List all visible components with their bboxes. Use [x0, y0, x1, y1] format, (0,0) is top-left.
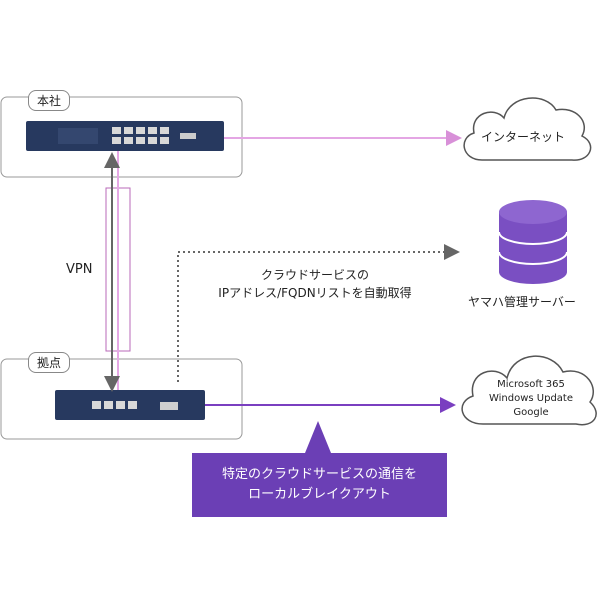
- fetch-note-line: IPアドレス/FQDNリストを自動取得: [218, 286, 412, 300]
- cloud-services-list: Microsoft 365 Windows Update Google: [470, 378, 592, 420]
- cloud-service-item: Windows Update: [488, 393, 574, 404]
- breakout-callout: 特定のクラウドサービスの通信を ローカルブレイクアウト: [192, 453, 447, 517]
- branch-site-frame: [0, 358, 243, 440]
- hq-site-label: 本社: [28, 90, 71, 111]
- cloud-service-item: Google: [513, 407, 549, 418]
- yamaha-server-label: ヤマハ管理サーバー: [468, 295, 576, 309]
- fetch-note: クラウドサービスの IPアドレス/FQDNリストを自動取得: [190, 266, 440, 302]
- callout-line: ローカルブレイクアウト: [248, 487, 391, 502]
- callout-pointer: [305, 421, 331, 453]
- database-icon: [498, 200, 568, 284]
- cloud-service-item: Microsoft 365: [497, 379, 565, 390]
- internet-cloud-icon: [463, 97, 592, 161]
- services-cloud-icon: [461, 355, 597, 426]
- auto-fetch-path: [177, 244, 460, 382]
- vpn-label: VPN: [66, 262, 93, 277]
- branch-site-label: 拠点: [28, 352, 71, 373]
- hq-router: [26, 121, 224, 151]
- callout-line: 特定のクラウドサービスの通信を: [221, 467, 417, 482]
- branch-router: [55, 390, 205, 420]
- fetch-note-line: クラウドサービスの: [260, 268, 369, 282]
- internet-label: インターネット: [481, 130, 566, 144]
